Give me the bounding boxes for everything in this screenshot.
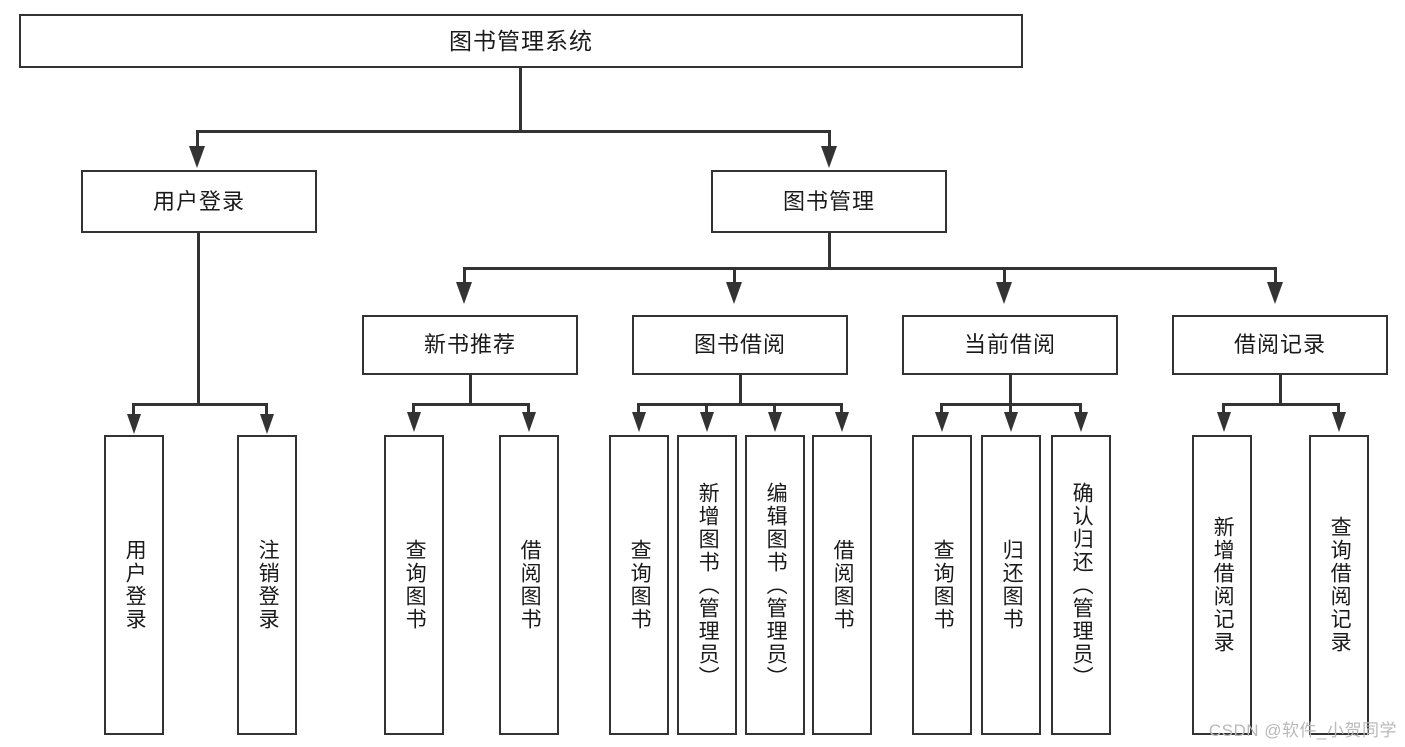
arrow-to-borrow-record xyxy=(1267,282,1283,304)
node-book-borrow[interactable]: 图书借阅 xyxy=(632,315,848,375)
edge-current-borrow-stem xyxy=(1009,375,1012,405)
node-label: 注销登录 xyxy=(256,539,280,631)
leaf-add-record[interactable]: 新增借阅记录 xyxy=(1192,435,1252,735)
arrow-to-user-login xyxy=(189,146,205,168)
arrow-to-new-book-recommend xyxy=(456,282,472,304)
edge-book-manage-leg-1 xyxy=(463,267,466,285)
arrow-leaf-confirm-return xyxy=(1074,412,1088,432)
edge-book-borrow-leg-1 xyxy=(637,403,640,415)
edge-root-to-book-manage xyxy=(828,130,831,150)
arrow-leaf-user-login xyxy=(127,414,141,434)
arrow-to-current-borrow xyxy=(996,282,1012,304)
edge-root-stem xyxy=(519,68,522,132)
leaf-edit-book[interactable]: 编辑图书（管理员） xyxy=(745,435,805,735)
edge-book-borrow-stem xyxy=(739,375,742,405)
edge-book-manage-leg-4 xyxy=(1274,267,1277,285)
node-label: 新增借阅记录 xyxy=(1211,516,1235,654)
edge-new-book-leg-1 xyxy=(412,403,415,415)
edge-book-borrow-leg-4 xyxy=(840,403,843,415)
leaf-borrow-book-2[interactable]: 借阅图书 xyxy=(812,435,872,735)
node-user-login[interactable]: 用户登录 xyxy=(81,170,317,233)
edge-borrow-record-leg-2 xyxy=(1337,403,1340,415)
edge-book-borrow-leg-3 xyxy=(773,403,776,415)
arrow-leaf-query-book-1 xyxy=(407,412,421,432)
node-label: 图书管理 xyxy=(782,188,875,214)
node-book-manage[interactable]: 图书管理 xyxy=(711,170,947,233)
arrow-to-book-manage xyxy=(821,146,837,168)
edge-user-login-bus xyxy=(132,403,267,406)
edge-borrow-record-leg-1 xyxy=(1222,403,1225,415)
edge-new-book-leg-2 xyxy=(527,403,530,415)
edge-root-to-user-login xyxy=(196,130,199,150)
node-label: 图书借阅 xyxy=(693,332,786,358)
node-borrow-record[interactable]: 借阅记录 xyxy=(1172,315,1388,375)
node-root-system[interactable]: 图书管理系统 xyxy=(19,14,1023,68)
edge-user-login-leg-1 xyxy=(132,403,135,417)
arrow-leaf-logout-login xyxy=(260,414,274,434)
edge-book-borrow-leg-2 xyxy=(705,403,708,415)
node-label: 查询借阅记录 xyxy=(1328,516,1352,654)
arrow-leaf-add-book xyxy=(700,412,714,432)
arrow-leaf-edit-book xyxy=(768,412,782,432)
node-label: 归还图书 xyxy=(1000,539,1024,631)
leaf-logout-login[interactable]: 注销登录 xyxy=(237,435,297,735)
edge-root-bus xyxy=(196,130,831,133)
leaf-confirm-return[interactable]: 确认归还（管理员） xyxy=(1051,435,1111,735)
leaf-query-book-3[interactable]: 查询图书 xyxy=(912,435,972,735)
arrow-leaf-borrow-book-1 xyxy=(522,412,536,432)
node-label: 查询图书 xyxy=(931,539,955,631)
edge-user-login-leg-2 xyxy=(265,403,268,417)
leaf-query-book-1[interactable]: 查询图书 xyxy=(384,435,444,735)
node-label: 新书推荐 xyxy=(423,332,516,358)
leaf-add-book[interactable]: 新增图书（管理员） xyxy=(677,435,737,735)
node-label: 用户登录 xyxy=(123,539,147,631)
edge-book-borrow-bus xyxy=(637,403,841,406)
node-label: 新增图书（管理员） xyxy=(696,481,720,689)
leaf-return-book[interactable]: 归还图书 xyxy=(981,435,1041,735)
edge-book-manage-leg-2 xyxy=(733,267,736,285)
node-label: 确认归还（管理员） xyxy=(1070,481,1094,689)
node-label: 借阅记录 xyxy=(1233,332,1326,358)
edge-current-borrow-leg-1 xyxy=(940,403,943,415)
arrow-leaf-add-record xyxy=(1217,412,1231,432)
node-label: 编辑图书（管理员） xyxy=(764,481,788,689)
node-label: 借阅图书 xyxy=(831,539,855,631)
leaf-query-book-2[interactable]: 查询图书 xyxy=(609,435,669,735)
edge-user-login-stem xyxy=(197,233,200,405)
arrow-leaf-return-book xyxy=(1004,412,1018,432)
node-label: 用户登录 xyxy=(152,188,245,214)
node-label: 当前借阅 xyxy=(963,332,1056,358)
edge-borrow-record-stem xyxy=(1279,375,1282,405)
edge-book-manage-leg-3 xyxy=(1003,267,1006,285)
leaf-borrow-book-1[interactable]: 借阅图书 xyxy=(499,435,559,735)
node-label: 查询图书 xyxy=(628,539,652,631)
edge-borrow-record-bus xyxy=(1222,403,1339,406)
arrow-leaf-borrow-book-2 xyxy=(835,412,849,432)
node-label: 借阅图书 xyxy=(518,539,542,631)
leaf-query-record[interactable]: 查询借阅记录 xyxy=(1309,435,1369,735)
node-new-book-recommend[interactable]: 新书推荐 xyxy=(362,315,578,375)
edge-new-book-bus xyxy=(412,403,529,406)
node-label: 图书管理系统 xyxy=(449,27,593,54)
node-current-borrow[interactable]: 当前借阅 xyxy=(902,315,1118,375)
arrow-leaf-query-book-2 xyxy=(632,412,646,432)
arrow-leaf-query-record xyxy=(1332,412,1346,432)
edge-book-manage-bus xyxy=(463,267,1277,270)
leaf-user-login[interactable]: 用户登录 xyxy=(104,435,164,735)
arrow-to-book-borrow xyxy=(726,282,742,304)
edge-current-borrow-leg-3 xyxy=(1079,403,1082,415)
edge-book-manage-stem xyxy=(828,233,831,269)
node-label: 查询图书 xyxy=(403,539,427,631)
edge-current-borrow-leg-2 xyxy=(1009,403,1012,415)
arrow-leaf-query-book-3 xyxy=(935,412,949,432)
edge-new-book-stem xyxy=(469,375,472,405)
